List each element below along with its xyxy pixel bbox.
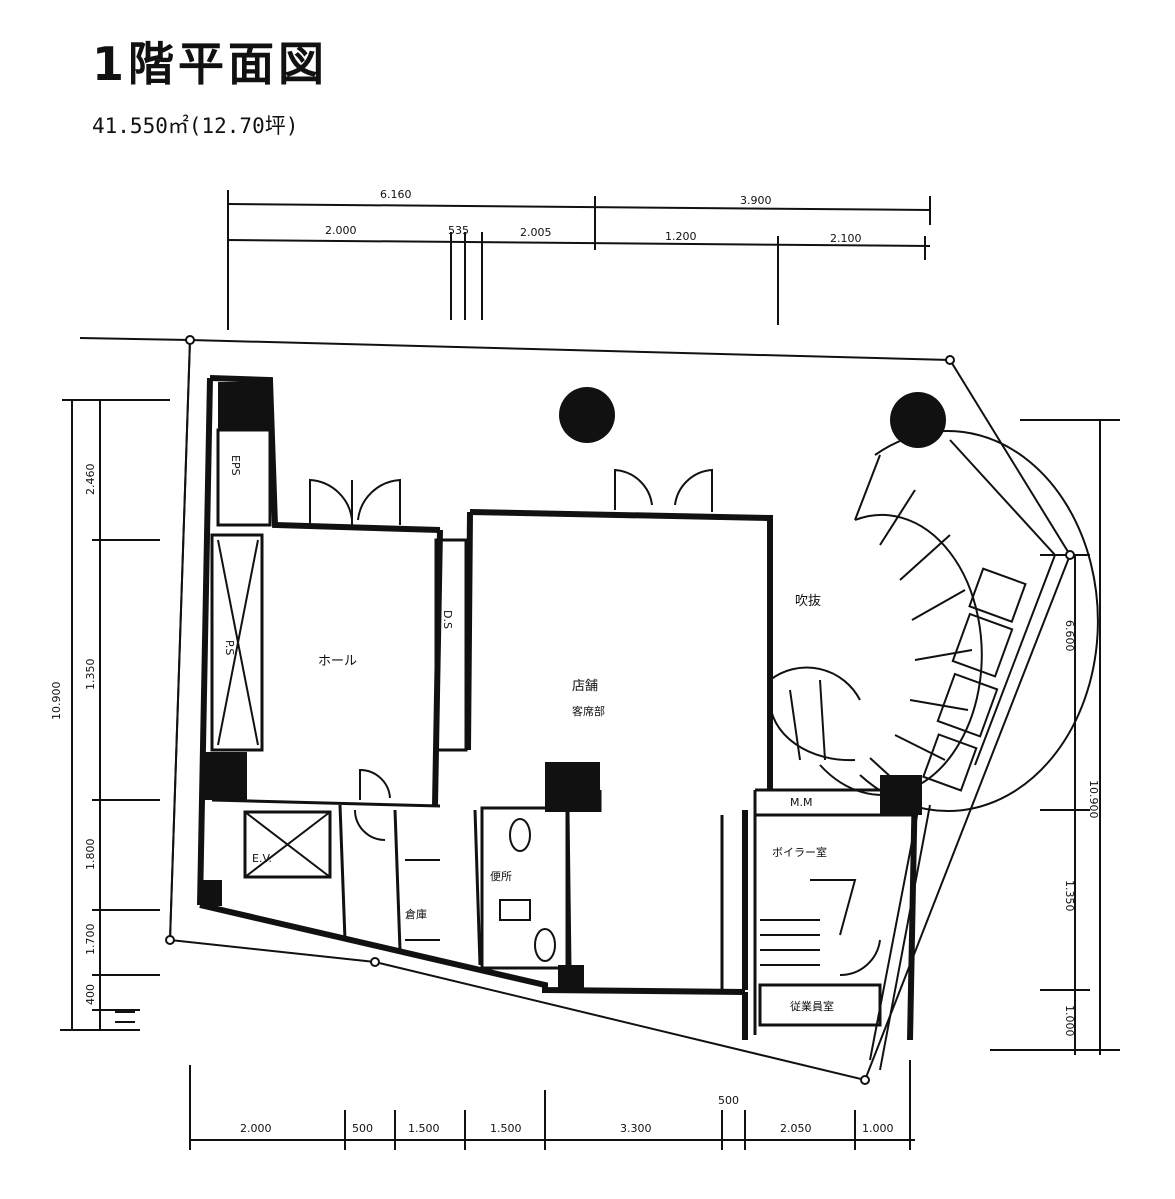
room-mm: M.M: [790, 796, 812, 809]
spiral-staircase: [768, 430, 1099, 812]
elevator-cross: [217, 539, 331, 878]
dim-top-detail-3: 2.005: [520, 226, 552, 239]
interior-walls: [210, 428, 915, 1035]
room-ps: P.S: [223, 640, 236, 655]
round-column-1: [559, 387, 615, 443]
dim-top-overall-1: 6.160: [380, 188, 412, 201]
room-ev: E.V.: [252, 852, 272, 865]
dim-right-overall: 10.900: [1087, 780, 1100, 819]
room-store: 店舗: [572, 679, 598, 694]
dim-top-overall-2: 3.900: [740, 194, 772, 207]
dim-bottom-3: 1.500: [408, 1122, 440, 1135]
dim-left-detail-1: 2.460: [84, 464, 97, 496]
building-walls: [197, 375, 918, 1041]
room-atrium: 吹抜: [795, 593, 821, 609]
room-toilet: 便所: [490, 870, 512, 883]
room-eps: EPS: [229, 455, 242, 476]
dim-right-detail-3: 1.000: [1063, 1005, 1076, 1037]
round-column-2: [890, 392, 946, 448]
room-hall: ホール: [318, 654, 357, 669]
dim-bottom-7: 2.050: [780, 1122, 812, 1135]
dim-bottom-6: 500: [718, 1094, 739, 1107]
dim-left-detail-3: 1.800: [84, 839, 97, 871]
solid-wall-blocks: [200, 382, 922, 993]
page-title: 1階平面図: [92, 37, 329, 91]
right-dimension-lines: [990, 419, 1120, 1055]
rear-stair: [760, 879, 881, 977]
dim-left-detail-4: 1.700: [84, 924, 97, 956]
bottom-dimension-lines: [189, 1060, 915, 1150]
room-store-sub: 客席部: [572, 704, 605, 718]
site-boundary: [79, 337, 1072, 1082]
dim-left-detail-5: 400: [84, 984, 97, 1005]
room-storage: 倉庫: [405, 907, 427, 921]
room-ds: D.S: [441, 610, 454, 629]
site-corner-markers: [165, 335, 1075, 1085]
dim-bottom-2: 500: [352, 1122, 373, 1135]
dim-right-detail-1: 6.600: [1063, 620, 1076, 652]
dim-bottom-8: 1.000: [862, 1122, 894, 1135]
room-staff: 従業員室: [790, 999, 834, 1013]
dim-top-detail-2: 535: [448, 224, 469, 237]
floor-area: 41.550㎡(12.70坪): [92, 114, 299, 138]
dim-bottom-4: 1.500: [490, 1122, 522, 1135]
dim-bottom-5: 3.300: [620, 1122, 652, 1135]
dim-right-detail-2: 1.350: [1063, 880, 1076, 912]
dim-top-detail-1: 2.000: [325, 224, 357, 237]
room-backyard: ボイラー室: [772, 845, 827, 859]
toilet-fixtures: [405, 818, 556, 962]
dim-left-detail-2: 1.350: [84, 659, 97, 691]
dim-top-detail-4: 1.200: [665, 230, 697, 243]
left-dimension-lines: [60, 399, 170, 1031]
exterior-planters: [869, 439, 1057, 1071]
dim-top-detail-5: 2.100: [830, 232, 862, 245]
door-swings: [309, 468, 713, 841]
dim-left-overall: 10.900: [50, 682, 63, 721]
top-dimension-lines: [227, 190, 931, 330]
dim-bottom-1: 2.000: [240, 1122, 272, 1135]
